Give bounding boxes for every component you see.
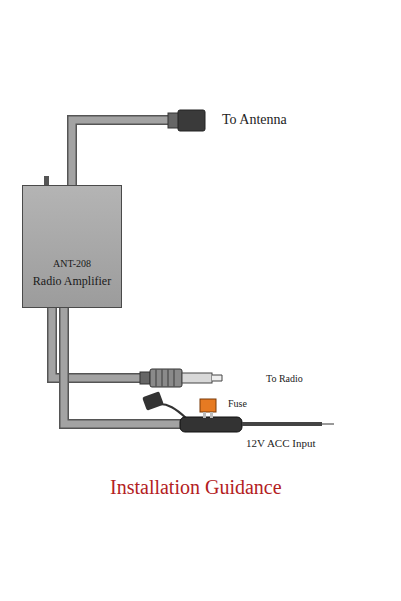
fuse-label: Fuse [228,398,247,409]
power-input-label: 12V ACC Input [246,437,315,449]
model-number: ANT-208 [23,258,121,269]
antenna-cable [72,120,170,186]
fuse-holder [142,391,242,432]
amplifier-box: ANT-208Radio Amplifier [22,185,122,308]
device-name: Radio Amplifier [23,274,121,289]
antenna-jack [168,110,205,131]
acc-wire [242,424,334,425]
radio-plug [140,369,222,387]
antenna-label: To Antenna [222,112,287,128]
caption: Installation Guidance [110,476,282,499]
radio-label: To Radio [266,373,303,384]
